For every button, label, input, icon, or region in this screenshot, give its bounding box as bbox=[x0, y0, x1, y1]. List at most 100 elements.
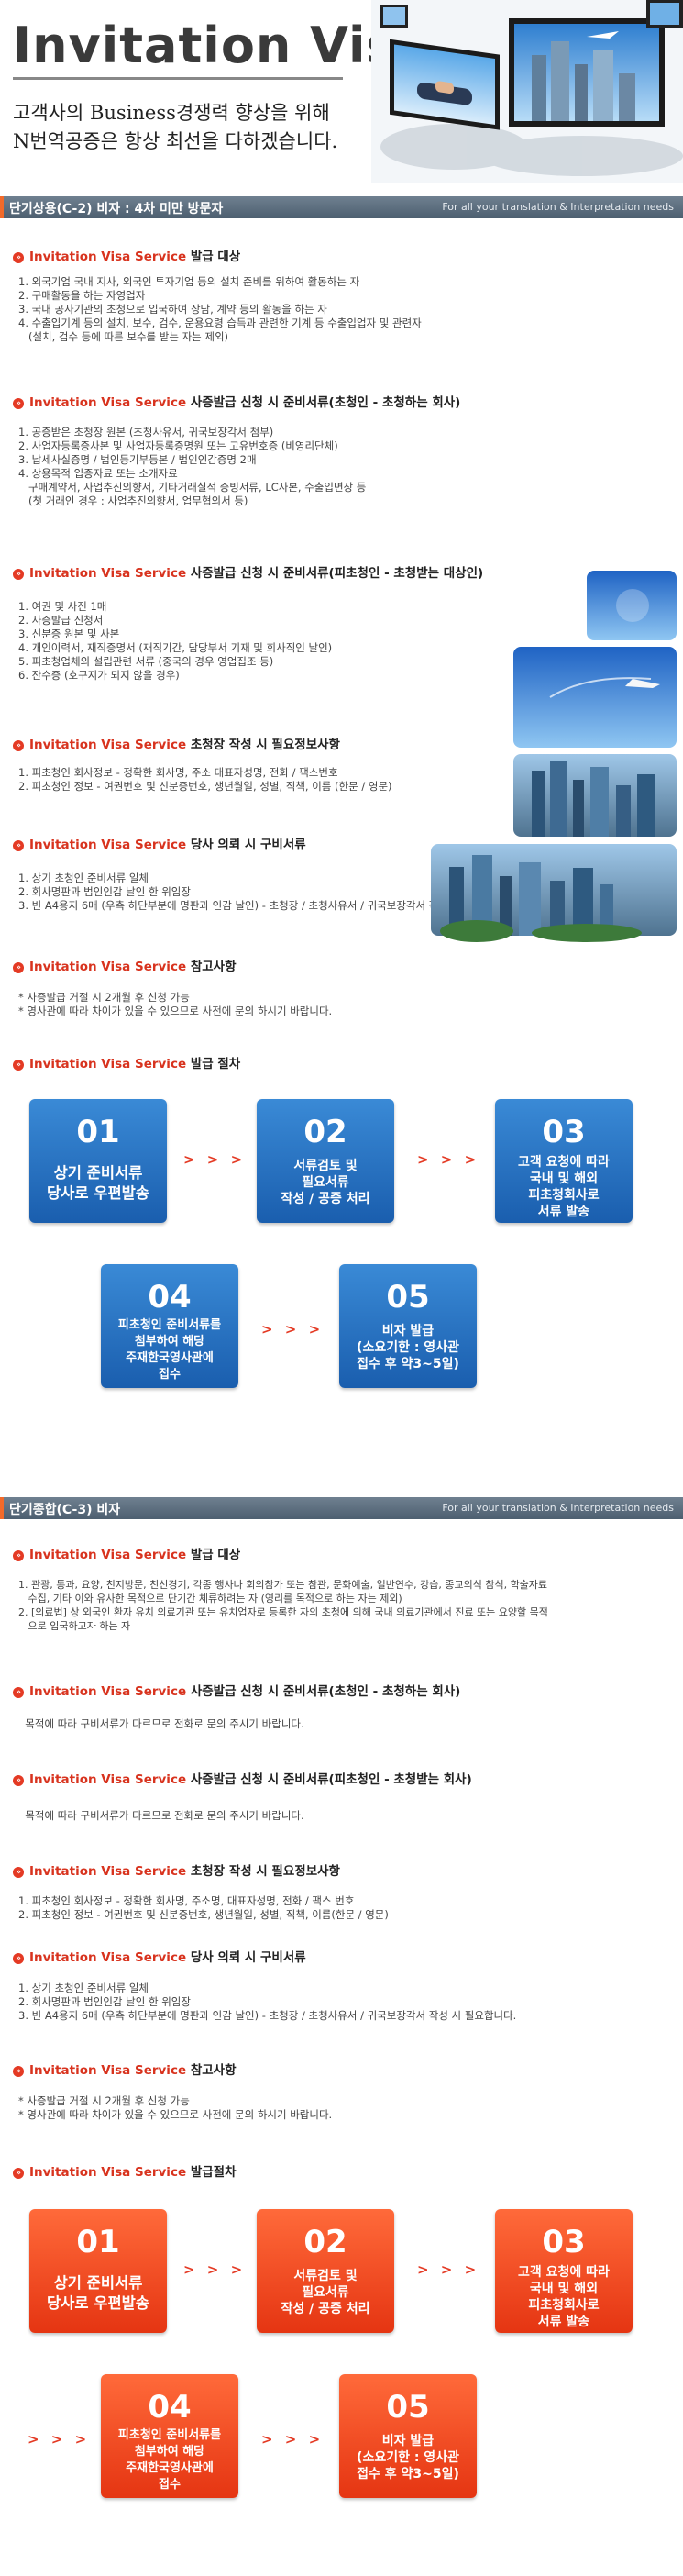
step-card-04: 04 피초청인 준비서류를 첨부하여 해당 주재한국영사관에 접수 bbox=[101, 1264, 238, 1388]
sub-heading-c3-invitee-docs: » Invitation Visa Service 사증발급 신청 시 준비서류(… bbox=[13, 1769, 472, 1787]
step-number: 04 bbox=[148, 2389, 192, 2426]
sub-heading-c3-process: » Invitation Visa Service 발급절차 bbox=[13, 2161, 237, 2180]
sub-heading-text: 참고사항 bbox=[190, 960, 237, 974]
step-label: 서류검토 및 필요서류 작성 / 공증 처리 bbox=[281, 1159, 370, 1206]
list-c2-request-docs: 1. 상기 초청인 준비서류 일체 2. 회사명판과 법인인감 날인 한 위임장… bbox=[18, 872, 520, 912]
step-number: 04 bbox=[148, 1279, 192, 1316]
page-header: Invitation Visa 고객사의 Business경쟁력 향상을 위해 … bbox=[0, 0, 683, 188]
list-c2-target: 1. 외국기업 국내 지사, 외국인 투자기업 등의 설치 준비를 위하여 활동… bbox=[18, 275, 422, 343]
sub-heading-c3-request-docs: »Invitation Visa Service 당사 의뢰 시 구비서류 bbox=[13, 1947, 306, 1965]
step-card-03-c3: 03 고객 요청에 따라 국내 및 해외 피초청회사로 서류 발송 bbox=[495, 2209, 633, 2333]
list-c2-notes: * 사증발급 거절 시 2개월 후 신청 가능 * 영사관에 따라 차이가 있을… bbox=[18, 991, 333, 1017]
page-title: Invitation Visa bbox=[13, 17, 432, 74]
step-number: 01 bbox=[76, 1114, 120, 1150]
arrow-chevrons: > > > bbox=[183, 2261, 247, 2278]
arrow-chevrons: > > > bbox=[261, 2431, 325, 2448]
step-card-01: 01 상기 준비서류 당사로 우편발송 bbox=[29, 1099, 167, 1223]
section-title-c2: 단기상용(C-2) 비자 : 4차 미만 방문자 bbox=[9, 202, 224, 217]
brand-label: Invitation Visa Service bbox=[29, 1950, 187, 1965]
step-card-03: 03 고객 요청에 따라 국내 및 해외 피초청회사로 서류 발송 bbox=[495, 1099, 633, 1223]
sub-heading-c3-target: »Invitation Visa Service 발급 대상 bbox=[13, 1544, 240, 1562]
brand-label: Invitation Visa Service bbox=[29, 395, 187, 410]
page-subtitle: 고객사의 Business경쟁력 향상을 위해 N번역공증은 항상 최선을 다하… bbox=[13, 99, 337, 156]
section-bar-c3: 단기종합(C-3) 비자 For all your translation & … bbox=[0, 1497, 683, 1519]
brand-label: Invitation Visa Service bbox=[29, 738, 187, 752]
brand-label: Invitation Visa Service bbox=[29, 1772, 187, 1787]
brand-label: Invitation Visa Service bbox=[29, 1684, 187, 1699]
section-title-c3: 단기종합(C-3) 비자 bbox=[9, 1503, 121, 1517]
step-card-01-c3: 01 상기 준비서류 당사로 우편발송 bbox=[29, 2209, 167, 2333]
brand-label: Invitation Visa Service bbox=[29, 2165, 187, 2180]
chevron-right-icon: » bbox=[13, 2066, 24, 2077]
chevron-right-icon: » bbox=[13, 1060, 24, 1071]
step-card-05-c3: 05 비자 발급 (소요기한 : 영사관 접수 후 약3~5일) bbox=[339, 2374, 477, 2498]
step-label: 서류검토 및 필요서류 작성 / 공증 처리 bbox=[281, 2269, 370, 2316]
sub-heading-c3-notes: » Invitation Visa Service 참고사항 bbox=[13, 2060, 237, 2078]
sub-heading-text: 발급절차 bbox=[190, 2165, 237, 2180]
step-label: 피초청인 준비서류를 첨부하여 해당 주재한국영사관에 접수 bbox=[117, 1318, 222, 1382]
list-c2-inviter-docs: 1. 공증받은 초청장 원본 (초청사유서, 귀국보장각서 첨부) 2. 사업자… bbox=[18, 426, 367, 507]
header-illustration bbox=[371, 0, 683, 183]
brand-label: Invitation Visa Service bbox=[29, 1864, 187, 1879]
subtitle-line-2: N번역공증은 항상 최선을 다하겠습니다. bbox=[13, 130, 338, 152]
brand-label: Invitation Visa Service bbox=[29, 1057, 187, 1071]
sub-heading-c2-letter-info: »Invitation Visa Service 초청장 작성 시 필요정보사항 bbox=[13, 734, 340, 752]
sub-heading-text: 사증발급 신청 시 준비서류(피초청인 - 초청받는 대상인) bbox=[190, 566, 484, 581]
chevron-right-icon: » bbox=[13, 1687, 24, 1698]
step-number: 05 bbox=[386, 1279, 430, 1316]
brand-label: Invitation Visa Service bbox=[29, 2063, 187, 2078]
step-number: 03 bbox=[542, 2224, 586, 2260]
arrow-chevrons: > > > bbox=[183, 1151, 247, 1168]
step-number: 05 bbox=[386, 2389, 430, 2426]
arrow-chevrons: > > > bbox=[417, 1151, 480, 1168]
list-c2-invitee-docs: 1. 여권 및 사진 1매 2. 사증발급 신청서 3. 신분증 원본 및 사본… bbox=[18, 600, 333, 682]
sub-heading-c2-process: »Invitation Visa Service 발급 절차 bbox=[13, 1053, 240, 1071]
step-label: 상기 준비서류 당사로 우편발송 bbox=[46, 1164, 149, 1202]
step-label: 비자 발급 (소요기한 : 영사관 접수 후 약3~5일) bbox=[357, 1324, 459, 1371]
subtitle-line-1: 고객사의 Business경쟁력 향상을 위해 bbox=[13, 102, 330, 124]
list-c2-letter-info: 1. 피초청인 회사정보 - 정확한 회사명, 주소 대표자성명, 전화 / 팩… bbox=[18, 766, 392, 793]
brand-label: Invitation Visa Service bbox=[29, 838, 187, 852]
chevron-right-icon: » bbox=[13, 1775, 24, 1786]
sub-heading-c2-request-docs: »Invitation Visa Service 당사 의뢰 시 구비서류 bbox=[13, 834, 306, 852]
step-label: 비자 발급 (소요기한 : 영사관 접수 후 약3~5일) bbox=[357, 2434, 459, 2482]
chevron-right-icon: » bbox=[13, 962, 24, 973]
chevron-right-icon: » bbox=[13, 252, 24, 263]
sub-heading-text: 참고사항 bbox=[190, 2063, 237, 2078]
list-c3-letter-info: 1. 피초청인 회사정보 - 정확한 회사명, 주소명, 대표자성명, 전화 /… bbox=[18, 1894, 389, 1921]
chevron-right-icon: » bbox=[13, 1867, 24, 1878]
bar-tagline: For all your translation & Interpretatio… bbox=[442, 1502, 674, 1514]
step-number: 02 bbox=[303, 2224, 347, 2260]
step-card-05: 05 비자 발급 (소요기한 : 영사관 접수 후 약3~5일) bbox=[339, 1264, 477, 1388]
sub-heading-text: 발급 대상 bbox=[190, 250, 241, 264]
section-bar-c2: 단기상용(C-2) 비자 : 4차 미만 방문자 For all your tr… bbox=[0, 196, 683, 218]
sub-heading-c2-notes: »Invitation Visa Service 참고사항 bbox=[13, 956, 237, 974]
step-card-02-c3: 02 서류검토 및 필요서류 작성 / 공증 처리 bbox=[257, 2209, 394, 2333]
list-c3-target: 1. 관광, 통과, 요양, 친지방문, 친선경기, 각종 행사나 회의참가 또… bbox=[18, 1579, 548, 1632]
step-card-02: 02 서류검토 및 필요서류 작성 / 공증 처리 bbox=[257, 1099, 394, 1223]
step-label: 고객 요청에 따라 국내 및 해외 피초청회사로 서류 발송 bbox=[518, 1155, 610, 1219]
sub-heading-c2-inviter-docs: » Invitation Visa Service 사증발급 신청 시 준비서류(… bbox=[13, 392, 460, 410]
step-label: 상기 준비서류 당사로 우편발송 bbox=[46, 2274, 149, 2312]
bar-accent bbox=[0, 196, 4, 218]
chevron-right-icon: » bbox=[13, 398, 24, 409]
brand-label: Invitation Visa Service bbox=[29, 250, 187, 264]
sub-heading-text: 발급 대상 bbox=[190, 1548, 241, 1562]
step-number: 03 bbox=[542, 1114, 586, 1150]
screen-handshake bbox=[390, 39, 500, 130]
chevron-right-icon: » bbox=[13, 2168, 24, 2179]
arrow-chevrons: > > > bbox=[417, 2261, 480, 2278]
sub-heading-text: 사증발급 신청 시 준비서류(초청인 - 초청하는 회사) bbox=[190, 395, 461, 410]
chevron-right-icon: » bbox=[13, 569, 24, 580]
sub-heading-c2-target: » Invitation Visa Service 발급 대상 bbox=[13, 246, 240, 264]
sub-heading-c3-letter-info: »Invitation Visa Service 초청장 작성 시 필요정보사항 bbox=[13, 1860, 340, 1879]
chevron-right-icon: » bbox=[13, 740, 24, 751]
text-c3-inviter-docs: 목적에 따라 구비서류가 다르므로 전화로 문의 주시기 바랍니다. bbox=[18, 1717, 304, 1730]
list-c3-request-docs: 1. 상기 초청인 준비서류 일체 2. 회사명판과 법인인감 날인 한 위임장… bbox=[18, 1982, 517, 2022]
step-label: 피초청인 준비서류를 첨부하여 해당 주재한국영사관에 접수 bbox=[117, 2428, 222, 2492]
sub-heading-text: 당사 의뢰 시 구비서류 bbox=[190, 838, 306, 852]
step-number: 01 bbox=[76, 2224, 120, 2260]
chevron-right-icon: » bbox=[13, 1550, 24, 1561]
sub-heading-text: 사증발급 신청 시 준비서류(피초청인 - 초청받는 회사) bbox=[190, 1772, 472, 1787]
